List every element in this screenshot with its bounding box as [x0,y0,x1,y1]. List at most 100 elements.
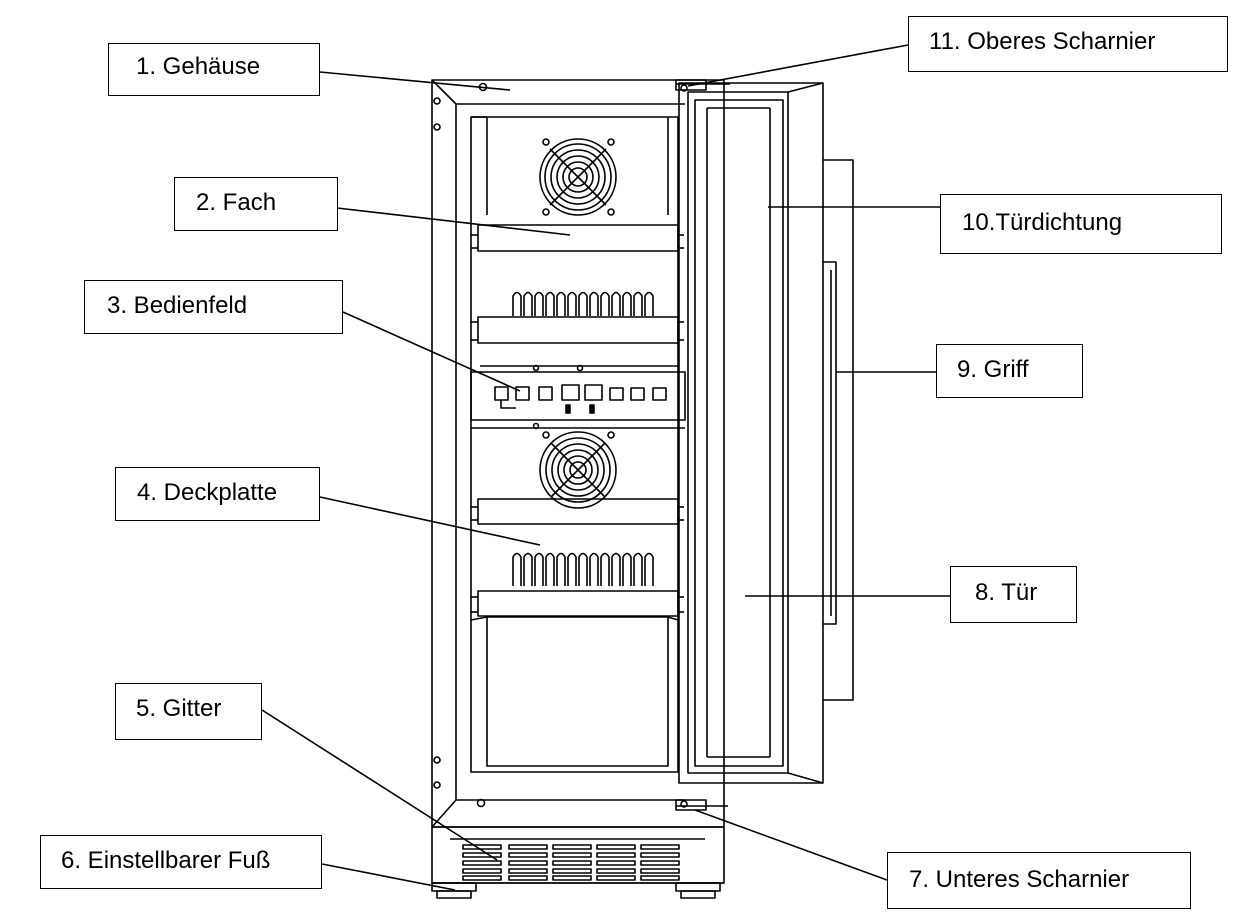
grille-slot [462,860,502,866]
label-bedienfeld: 3. Bedienfeld [84,280,343,334]
grille-slot [552,844,592,850]
leader-deckplatte [319,496,541,546]
evaporator-fin [600,291,610,316]
evaporator-fin [556,291,566,316]
label-unteres-scharnier: 7. Unteres Scharnier [887,852,1191,909]
grille-slot [596,860,636,866]
grille-slot [552,852,592,858]
grille-slot [508,875,548,881]
adjustable-feet [431,882,721,899]
lower-fan [471,427,685,509]
grille-slot [508,860,548,866]
upper-evaporator [512,291,654,316]
leader-oberes-scharnier [687,44,909,87]
label-unteres-scharnier-text: 7. Unteres Scharnier [909,866,1130,893]
evaporator-fin [534,552,544,586]
leader-gehaeuse [319,71,511,91]
control-panel [470,364,686,430]
grille-slot [508,868,548,874]
grille-slot [640,852,680,858]
label-bedienfeld-text: 3. Bedienfeld [107,292,248,319]
evaporator-fin [578,291,588,316]
grille-slot [508,844,548,850]
leader-lines [261,44,950,891]
lower-evaporator [512,552,654,586]
leader-unteres-scharnier [694,809,888,881]
evaporator-fin [622,552,632,586]
grille [431,826,725,884]
evaporator-fin [556,552,566,586]
lower-hinge [675,799,728,811]
grille-slot [462,868,502,874]
grille-slot [640,875,680,881]
evaporator-fin [567,291,577,316]
shelf-2 [471,316,684,344]
grille-slot [640,868,680,874]
evaporator-fin [622,291,632,316]
evaporator-fin [545,291,555,316]
grille-slot [462,844,502,850]
door [678,82,824,784]
grille-slot [462,875,502,881]
evaporator-fin [545,552,555,586]
evaporator-fin [567,552,577,586]
grille-slot [640,844,680,850]
evaporator-fin [523,552,533,586]
inner-liner [470,116,679,773]
grille-slot [596,868,636,874]
label-fach-text: 2. Fach [196,189,277,216]
evaporator-fin [589,291,599,316]
label-tuer: 8. Tür [950,566,1077,623]
evaporator-fin [600,552,610,586]
upper-fan [539,138,617,216]
label-fuss: 6. Einstellbarer Fuß [40,835,322,889]
evaporator-fin [512,291,522,316]
door-outer-panel [823,159,854,701]
label-oberes-scharnier-text: 11. Oberes Scharnier [929,28,1156,55]
evaporator-fin [578,552,588,586]
grille-slot [596,875,636,881]
leader-fuss [321,863,456,891]
label-gehaeuse: 1. Gehäuse [108,43,320,96]
leader-bedienfeld [342,311,521,392]
evaporator-fin [611,552,621,586]
evaporator-fin [644,552,654,586]
label-gitter: 5. Gitter [115,683,262,740]
label-griff: 9. Griff [936,344,1083,398]
label-deckplatte: 4. Deckplatte [115,467,320,521]
grille-slot [508,852,548,858]
evaporator-fin [589,552,599,586]
shelf-1 [471,224,684,252]
label-gehaeuse-text: 1. Gehäuse [136,53,261,80]
grille-slot [552,875,592,881]
label-deckplatte-text: 4. Deckplatte [137,479,278,506]
leader-gitter [261,709,498,861]
evaporator-fin [633,291,643,316]
shelf-4 [471,590,684,617]
label-tuerdichtung: 10.Türdichtung [940,194,1222,254]
upper-hinge [675,79,730,92]
grille-slot [640,860,680,866]
grille-slot [462,852,502,858]
leader-fach [336,207,571,236]
evaporator-fin [611,291,621,316]
handle [823,261,837,625]
evaporator-fin [523,291,533,316]
evaporator-fin [644,291,654,316]
grille-slot [552,868,592,874]
label-fuss-text: 6. Einstellbarer Fuß [61,847,271,874]
evaporator-fin [512,552,522,586]
label-tuer-text: 8. Tür [975,579,1038,606]
evaporator-fin [534,291,544,316]
label-gitter-text: 5. Gitter [136,695,222,722]
label-griff-text: 9. Griff [957,356,1029,383]
grille-slot [596,844,636,850]
grille-slot [552,860,592,866]
label-fach: 2. Fach [174,177,338,231]
label-tuerdichtung-text: 10.Türdichtung [962,209,1123,236]
label-oberes-scharnier: 11. Oberes Scharnier [908,16,1228,72]
grille-slot [596,852,636,858]
evaporator-fin [633,552,643,586]
